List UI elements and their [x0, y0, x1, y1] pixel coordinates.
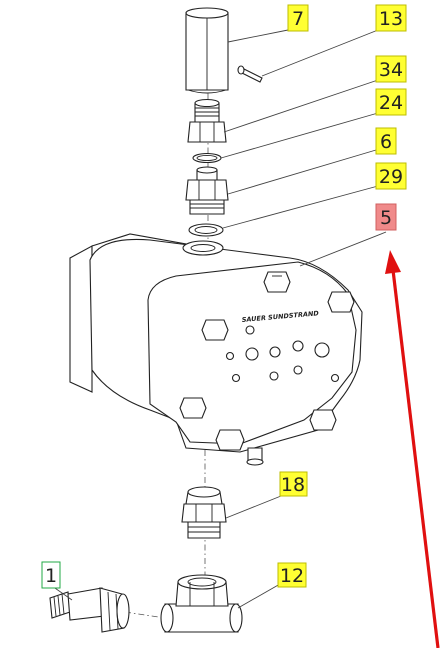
- part-6-valve-body: [185, 166, 229, 215]
- leader-18: [225, 493, 287, 519]
- callout-13: 13: [375, 4, 407, 32]
- svg-text:24: 24: [379, 92, 403, 114]
- svg-text:12: 12: [280, 565, 304, 587]
- part-13-pin: [237, 65, 263, 83]
- leader-29: [222, 185, 379, 229]
- svg-text:5: 5: [380, 207, 392, 229]
- part-5-pump-body: SAUER SUNDSTRAND: [69, 233, 363, 466]
- part-18-adapter-fitting: [181, 486, 227, 539]
- leader-12: [237, 583, 281, 609]
- svg-text:7: 7: [292, 8, 304, 30]
- part-7-hex-cap: [185, 7, 229, 94]
- callout-7: 7: [287, 4, 309, 32]
- part-1-quick-connect: [49, 587, 130, 633]
- part-12-tee-fitting: [160, 574, 243, 633]
- pump-bolt-6: [309, 409, 337, 431]
- part-29-washer: [188, 223, 224, 237]
- callout-6: 6: [375, 127, 397, 155]
- leader-6: [227, 149, 377, 195]
- svg-text:13: 13: [379, 8, 403, 30]
- callout-18: 18: [279, 471, 308, 497]
- part-29-washer-inner: [194, 226, 218, 234]
- leader-24: [220, 112, 379, 159]
- pump-bolt-1: [263, 271, 291, 293]
- callout-34: 34: [375, 55, 407, 83]
- callout-12: 12: [277, 562, 307, 588]
- svg-text:18: 18: [281, 474, 305, 496]
- pump-bolt-5: [215, 429, 245, 451]
- leader-13: [261, 29, 379, 77]
- part-34-threaded-insert: [187, 98, 227, 143]
- svg-text:6: 6: [380, 131, 392, 153]
- pump-bolt-3: [201, 319, 229, 341]
- pump-bolt-2: [327, 291, 355, 313]
- leader-7: [227, 29, 289, 43]
- red-pointer-arrow: [385, 250, 440, 648]
- part-24-o-ring-inner: [196, 154, 218, 162]
- callout-5: 5: [375, 203, 397, 231]
- svg-text:34: 34: [379, 59, 403, 81]
- center-axis-fitting: [124, 611, 166, 619]
- leader-5: [299, 231, 387, 267]
- svg-text:29: 29: [379, 166, 403, 188]
- callout-24: 24: [375, 88, 407, 116]
- leader-34: [223, 79, 379, 133]
- callout-1: 1: [41, 561, 61, 589]
- svg-text:1: 1: [45, 565, 57, 587]
- callout-29: 29: [375, 162, 407, 190]
- pump-bolt-4: [179, 397, 207, 419]
